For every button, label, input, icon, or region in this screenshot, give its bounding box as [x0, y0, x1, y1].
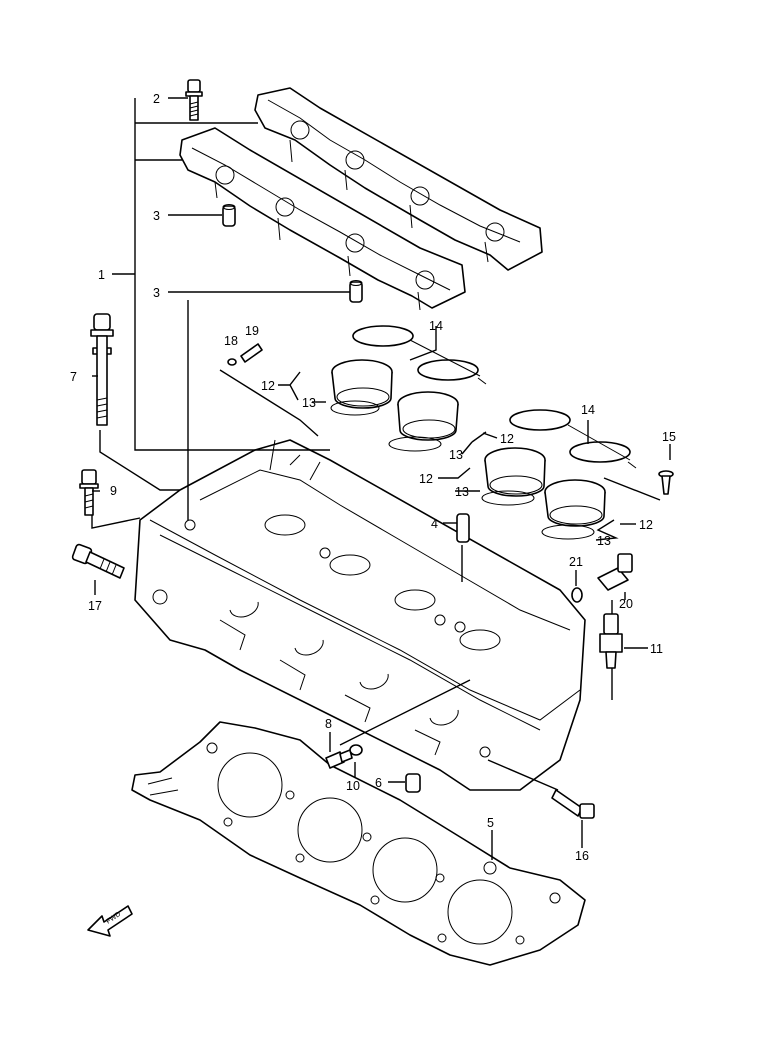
bolt-16: [551, 789, 595, 819]
fitting-19: [240, 343, 263, 363]
callout-4: 4: [431, 517, 438, 531]
oring-18: [227, 358, 237, 366]
intake-pipe-3: [481, 447, 546, 506]
clamp-lower: [509, 409, 637, 469]
leader-lines: [91, 97, 671, 860]
callout-13-a: 13: [302, 396, 316, 410]
cylinder-head: [134, 439, 586, 791]
intake-pipe-1: [330, 359, 393, 416]
dowel-pin-lower: [349, 280, 363, 303]
camshaft-holder-upper: [254, 87, 543, 271]
stud-4: [456, 513, 470, 543]
callout-13-d: 13: [597, 534, 611, 548]
callout-15: 15: [662, 430, 676, 444]
callout-19: 19: [245, 324, 259, 338]
callout-6: 6: [375, 776, 382, 790]
callout-17: 17: [88, 599, 102, 613]
callout-12-c: 12: [419, 472, 433, 486]
callout-12-b: 12: [500, 432, 514, 446]
callout-11: 11: [650, 642, 663, 656]
bolt-8: [325, 749, 353, 769]
callout-3-upper: 3: [153, 209, 160, 223]
clamp-upper: [352, 325, 487, 385]
bolt-17: [71, 543, 125, 579]
callout-7: 7: [70, 370, 77, 384]
callout-20: 20: [619, 597, 633, 611]
callout-2: 2: [153, 92, 160, 106]
callout-16: 16: [575, 849, 589, 863]
callout-14-b: 14: [581, 403, 595, 417]
callout-10: 10: [346, 779, 360, 793]
dowel-pin-6: [405, 773, 421, 793]
dowel-pin-upper: [222, 204, 236, 227]
callout-8: 8: [325, 717, 332, 731]
callout-12-d: 12: [639, 518, 653, 532]
spark-plug-11: [599, 613, 623, 669]
callout-14-a: 14: [429, 319, 443, 333]
camshaft-holder-lower: [179, 127, 466, 311]
callout-9: 9: [110, 484, 117, 498]
head-gasket: [131, 721, 586, 966]
bolt-2: [185, 79, 203, 121]
callout-12-a: 12: [261, 379, 275, 393]
callout-labels: 1 2 3 3 4 5 6 7 8 9 10 11 12 12 12 12 13…: [70, 92, 676, 863]
fwd-arrow-icon: FWD: [87, 905, 133, 937]
gasket-21: [571, 587, 583, 603]
callout-21: 21: [569, 555, 583, 569]
sensor-20: [597, 553, 633, 591]
callout-13-b: 13: [449, 448, 463, 462]
intake-pipe-2: [388, 391, 459, 452]
bolt-9: [79, 469, 99, 516]
callout-3-lower: 3: [153, 286, 160, 300]
callout-1: 1: [98, 268, 105, 282]
washer-10: [349, 744, 363, 756]
callout-18: 18: [224, 334, 238, 348]
screw-15: [658, 470, 674, 495]
intake-pipe-4: [541, 479, 606, 540]
callout-5: 5: [487, 816, 494, 830]
bolt-7: [90, 313, 114, 426]
callout-13-c: 13: [455, 485, 469, 499]
